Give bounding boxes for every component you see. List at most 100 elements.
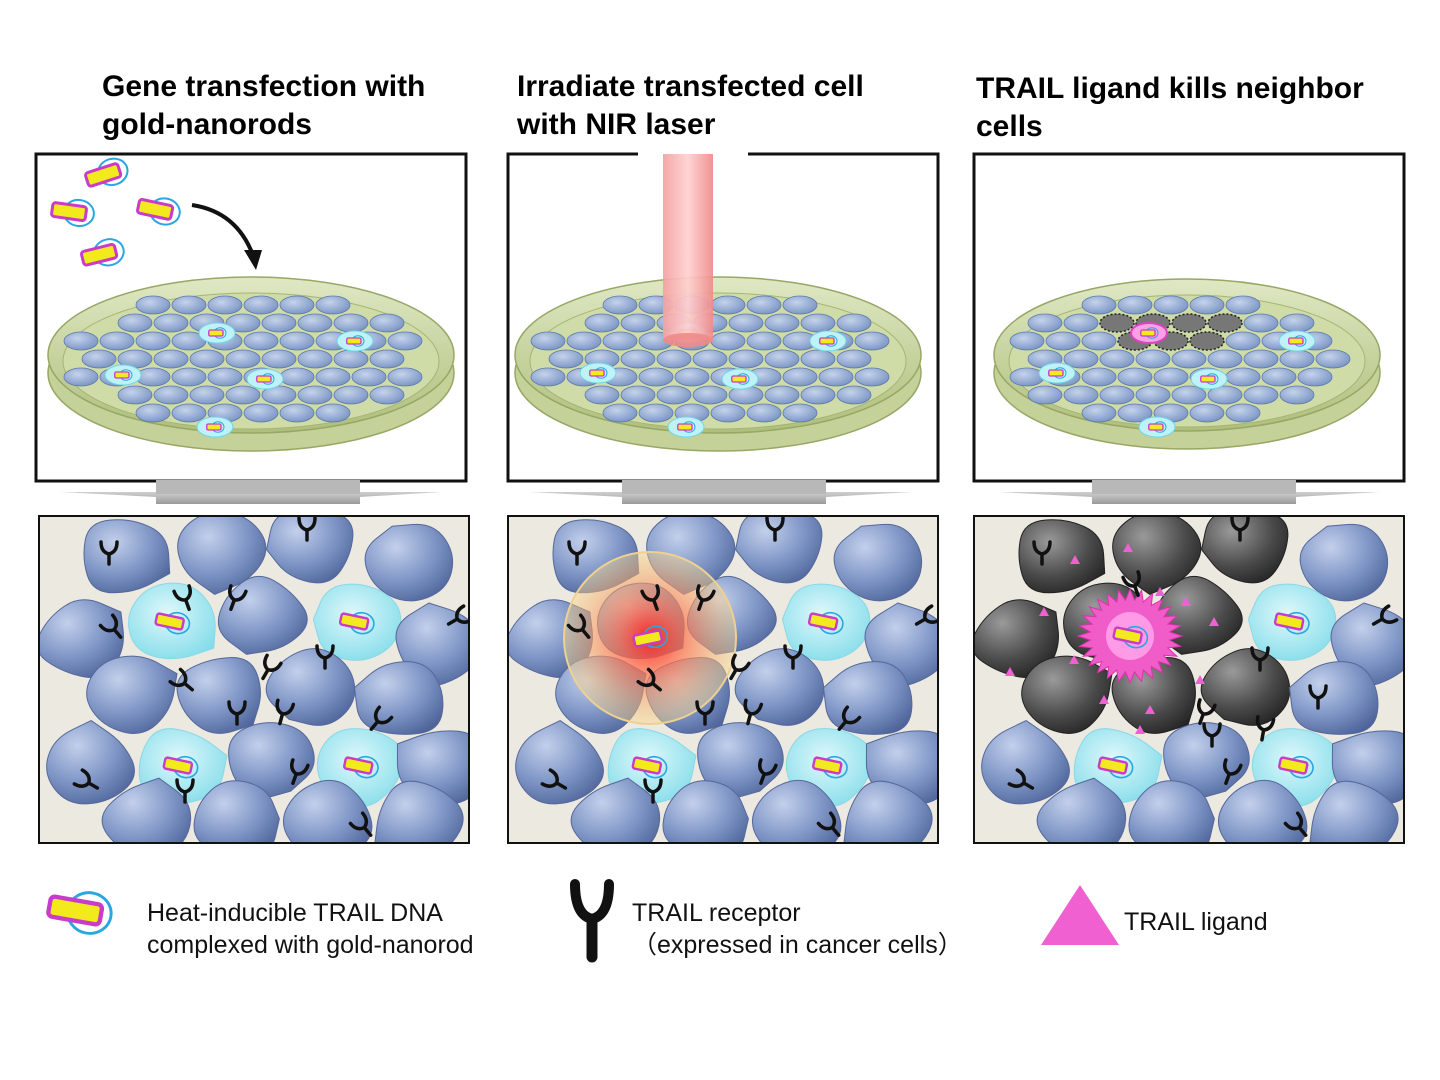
cancer-cell <box>374 780 464 842</box>
cancer-cell <box>266 517 354 584</box>
nanorod-plasmid-icon <box>46 891 113 935</box>
dish-cell <box>243 331 279 351</box>
dish-cell <box>207 295 243 315</box>
dish-cell <box>782 295 818 315</box>
panel-2-title: Irradiate transfected cell with NIR lase… <box>517 68 937 144</box>
cancer-cell <box>217 575 308 655</box>
dish-cell <box>728 349 764 369</box>
dish-cell <box>243 295 279 315</box>
transfected-dish-cell <box>337 331 373 351</box>
panel-3-title: TRAIL ligand kills neighbor cells <box>976 70 1416 146</box>
dead-cell <box>1018 519 1106 594</box>
cancer-cell <box>981 720 1070 805</box>
dish-cell <box>854 367 890 387</box>
cancer-cell <box>752 779 842 842</box>
dish-cell <box>584 385 620 405</box>
dish-cell <box>63 367 99 387</box>
cancer-cell <box>1128 780 1215 842</box>
panel-1-title: Gene transfection with gold-nanorods <box>102 68 482 144</box>
cancer-cell <box>86 655 178 734</box>
zoom-arrow-3 <box>998 480 1380 504</box>
cancer-cell <box>1299 523 1389 602</box>
dish-cell <box>1009 367 1045 387</box>
transfected-dish-cell <box>668 417 704 437</box>
dish-cell <box>333 385 369 405</box>
legend-nanorod-line2: complexed with gold-nanorod <box>147 931 474 959</box>
dish-cell <box>135 295 171 315</box>
dish-cell <box>1117 295 1153 315</box>
transfected-dish-cell <box>105 365 141 385</box>
dish-cell <box>1063 385 1099 405</box>
dish-cell <box>1207 349 1243 369</box>
dish-cell <box>1153 367 1189 387</box>
dish-cell <box>800 349 836 369</box>
dish-cell <box>297 313 333 333</box>
dish-cell <box>782 367 818 387</box>
cancer-cell <box>1288 661 1379 735</box>
dish-cell <box>602 403 638 423</box>
dish-cell <box>1207 313 1243 333</box>
dish-cell <box>1135 385 1171 405</box>
dish-cell <box>1243 385 1279 405</box>
dish-cell <box>387 331 423 351</box>
dish-cell <box>1261 367 1297 387</box>
dead-cell <box>1112 517 1202 595</box>
dish-cell <box>800 313 836 333</box>
dish-cell <box>207 367 243 387</box>
curved-arrow-icon <box>191 203 262 270</box>
dish-cell <box>782 403 818 423</box>
dish-cell <box>1225 403 1261 423</box>
transfected-dish-cell <box>199 323 235 343</box>
dish-cell <box>1171 349 1207 369</box>
dish-cell <box>1027 313 1063 333</box>
zoom-arrow-2 <box>530 480 912 504</box>
dish-cell <box>548 349 584 369</box>
dish-cell <box>1225 295 1261 315</box>
trail-ligand-icon <box>1041 885 1119 945</box>
dish-cell <box>764 385 800 405</box>
dish-cell <box>279 331 315 351</box>
dish-cell <box>836 385 872 405</box>
dish-cell <box>1279 313 1315 333</box>
dish-cell <box>225 385 261 405</box>
dish-cell <box>746 403 782 423</box>
dish-cell <box>279 403 315 423</box>
transfected-dish-cell <box>197 417 233 437</box>
dish-cell <box>369 349 405 369</box>
dish-cell <box>135 331 171 351</box>
dish-cell <box>566 331 602 351</box>
dish-cell <box>1243 313 1279 333</box>
cancer-cell <box>1036 777 1127 842</box>
dish-cell <box>1243 349 1279 369</box>
cancer-cell <box>83 519 171 594</box>
dish-cell <box>1153 295 1189 315</box>
dish-cell <box>1171 385 1207 405</box>
dish-cell <box>1081 295 1117 315</box>
cancer-cell <box>662 780 749 842</box>
dish-cell <box>1279 385 1315 405</box>
cancer-cell <box>193 780 280 842</box>
dish-cell <box>243 403 279 423</box>
cancer-cell <box>735 517 823 584</box>
dish-cell <box>333 313 369 333</box>
dish-cell <box>1117 367 1153 387</box>
dish-cell <box>1189 403 1225 423</box>
dish-cell <box>818 367 854 387</box>
dish-cell <box>836 313 872 333</box>
dish-cell <box>279 367 315 387</box>
dish-cell <box>836 349 872 369</box>
dish-cell <box>530 367 566 387</box>
dish-cell <box>297 385 333 405</box>
dish-cell <box>620 385 656 405</box>
panel-3-title-line1: TRAIL ligand kills neighbor <box>976 72 1364 105</box>
dish-cell <box>1279 349 1315 369</box>
petri-dish-icon <box>514 276 922 452</box>
dish-cell <box>1099 313 1135 333</box>
dish-cell <box>656 385 692 405</box>
dish-cell <box>189 349 225 369</box>
transfected-dish-cell <box>1039 363 1075 383</box>
dish-cell <box>764 313 800 333</box>
petri-dish-icon <box>993 278 1381 450</box>
dish-cell <box>1081 367 1117 387</box>
